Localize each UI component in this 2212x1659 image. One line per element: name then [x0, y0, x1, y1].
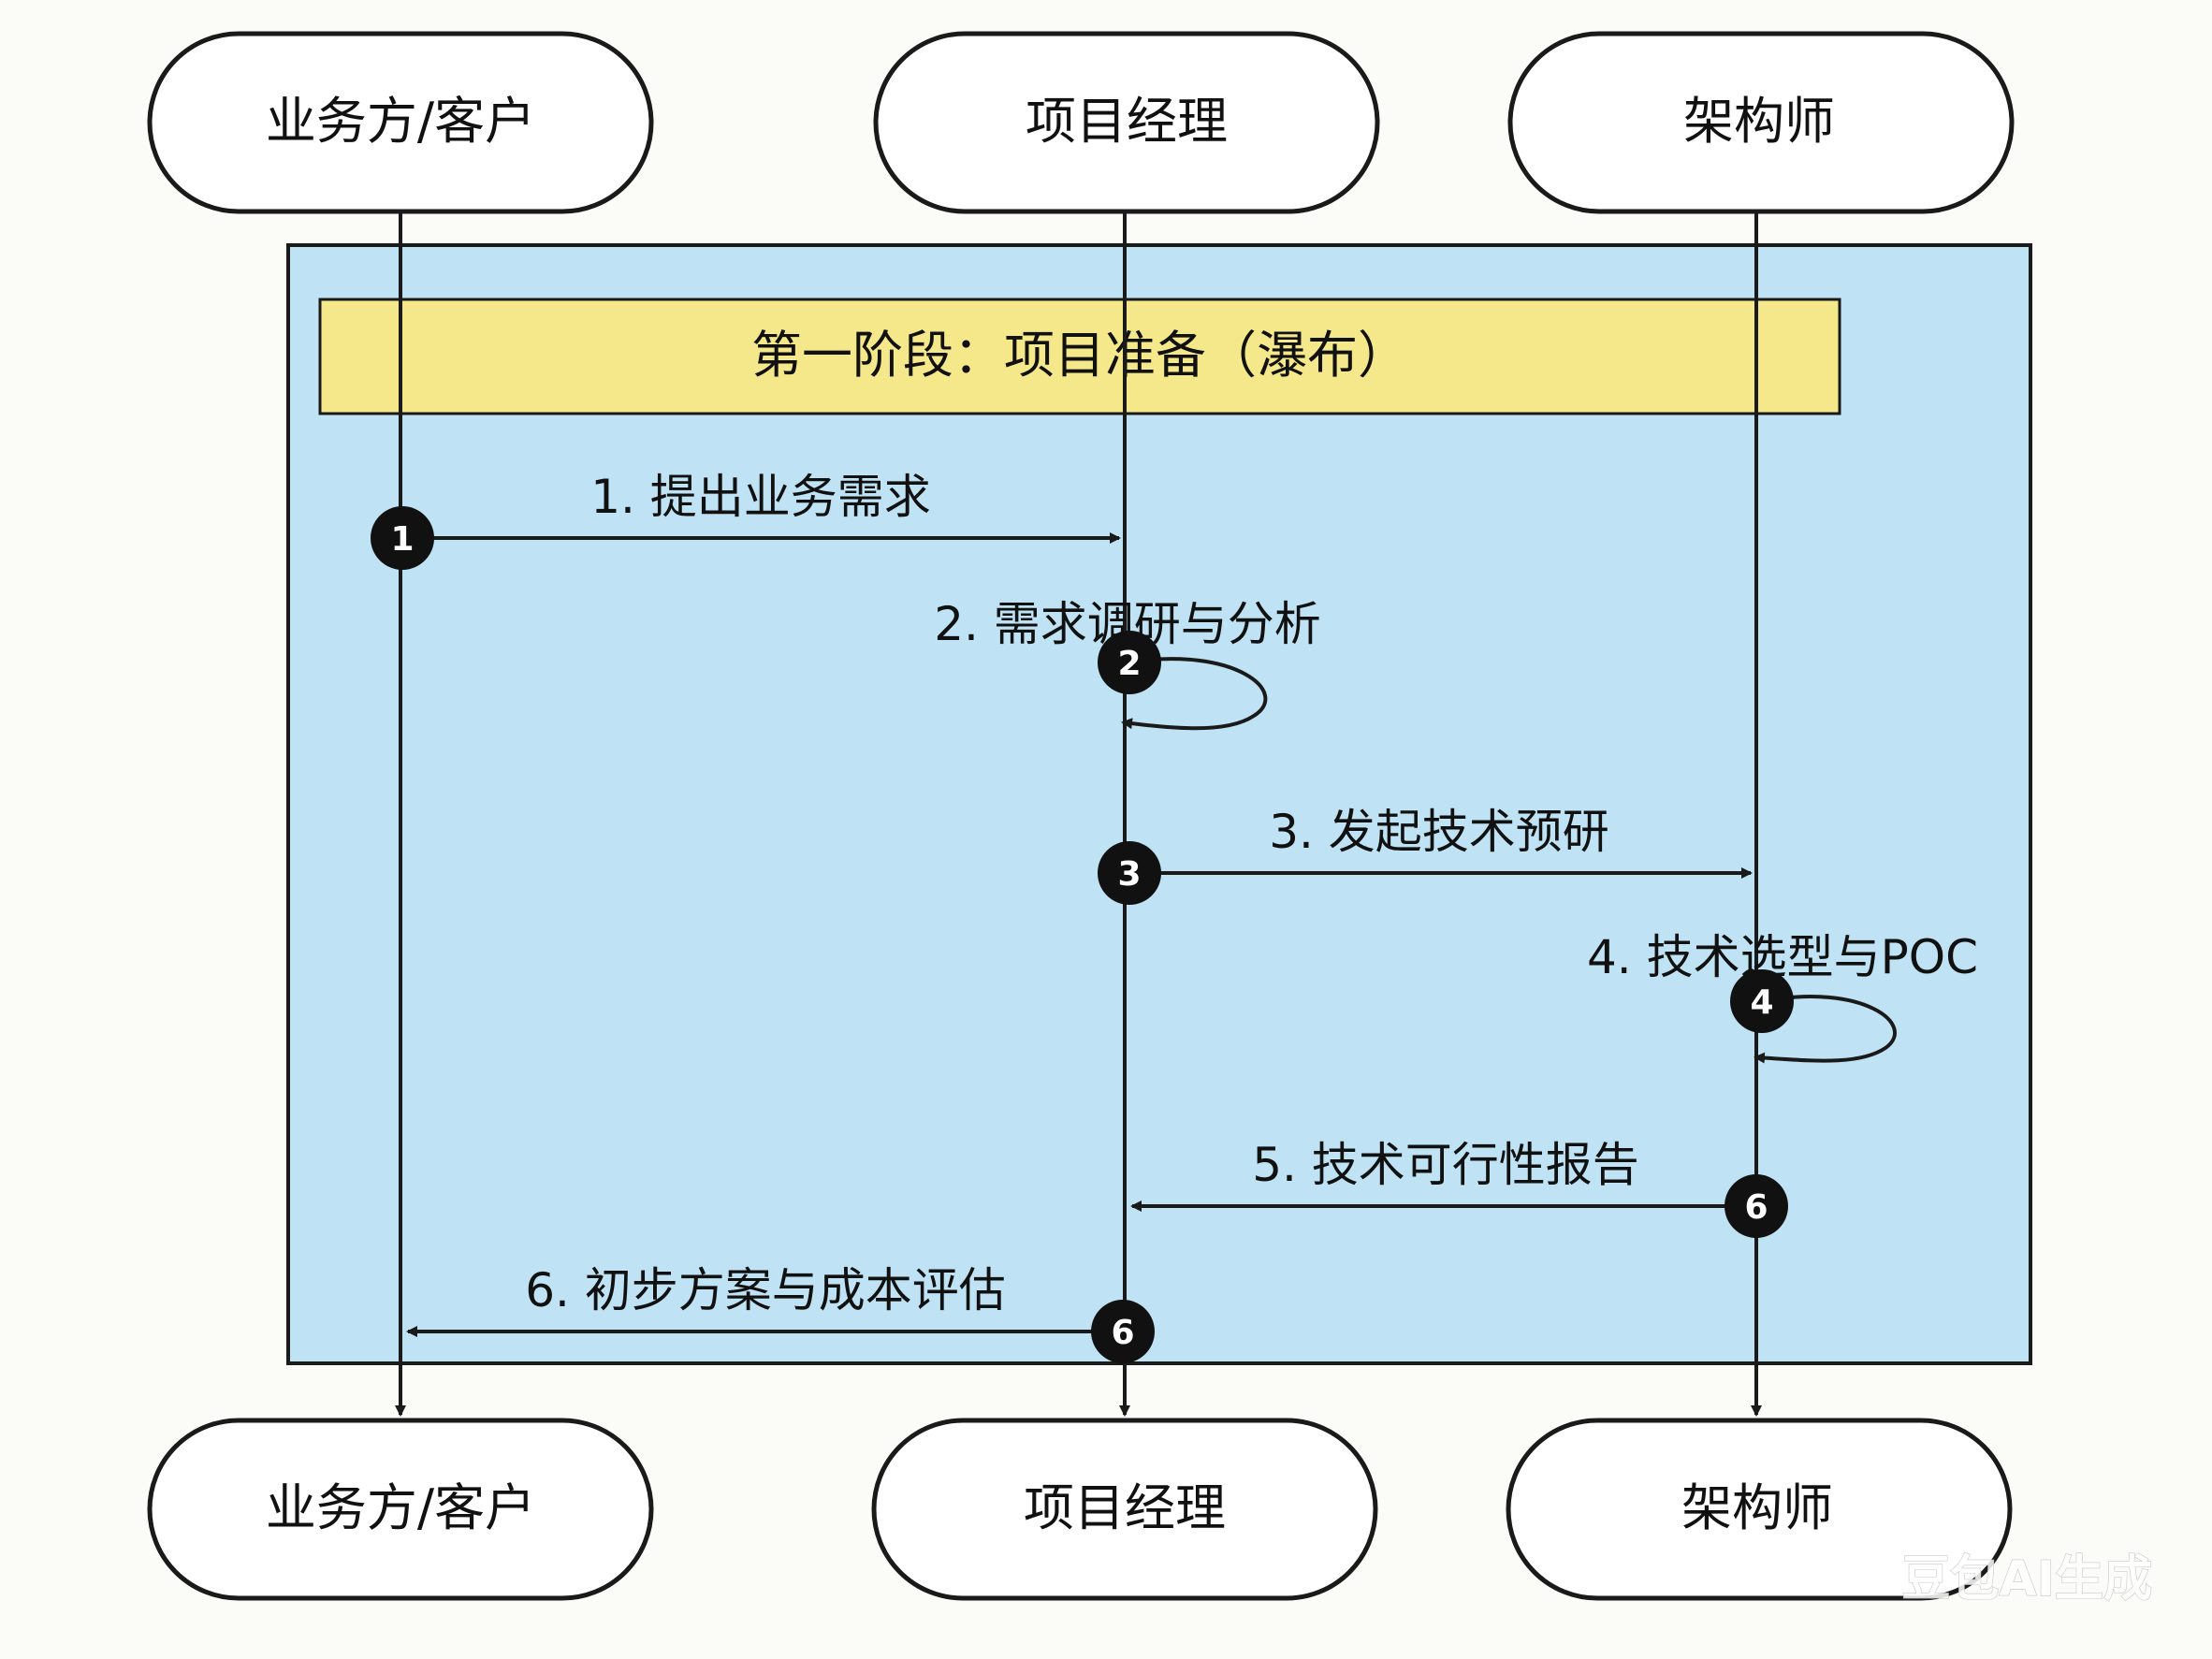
message-label: 3. 发起技术预研 [1269, 805, 1609, 859]
participant-label: 业务方/客户 [266, 92, 535, 151]
step-badge-number: 3 [1117, 855, 1141, 894]
step-badge-number: 6 [1111, 1314, 1134, 1352]
step-badge [371, 506, 434, 570]
step-badge [1098, 841, 1161, 905]
message-5: 5. 技术可行性报告 6 [1130, 1138, 1788, 1238]
participant-top-biz: 业务方/客户 [147, 31, 654, 214]
participant-label: 项目经理 [1026, 92, 1228, 151]
message-label: 4. 技术选型与POC [1587, 930, 1978, 984]
message-2: 2. 需求调研与分析 2 [934, 597, 1321, 731]
participant-label: 架构师 [1681, 1478, 1833, 1537]
watermark: 豆包AI生成 [1901, 1551, 2152, 1608]
step-badge [1091, 1300, 1155, 1363]
step-badge-number: 4 [1750, 983, 1773, 1022]
step-badge [1098, 631, 1161, 694]
step-badge-number: 6 [1744, 1188, 1768, 1227]
message-label: 5. 技术可行性报告 [1252, 1138, 1639, 1192]
step-badge [1730, 969, 1794, 1033]
message-1: 1. 提出业务需求 1 [371, 470, 1121, 570]
step-badge [1724, 1174, 1788, 1238]
participant-top-arch: 架构师 [1507, 31, 2015, 214]
participant-bottom-biz: 业务方/客户 [147, 1418, 654, 1601]
message-6: 6. 初步方案与成本评估 6 [406, 1263, 1155, 1363]
message-3: 3. 发起技术预研 3 [1098, 805, 1753, 905]
step-badge-number: 2 [1117, 645, 1141, 683]
participant-top-pm: 项目经理 [873, 31, 1380, 214]
participant-label: 项目经理 [1024, 1478, 1226, 1537]
participant-label: 业务方/客户 [266, 1478, 535, 1537]
message-label: 1. 提出业务需求 [590, 470, 931, 524]
participant-bottom-arch: 架构师 [1506, 1418, 2013, 1601]
phase-label: 第一阶段：项目准备（瀑布） [751, 326, 1408, 385]
sequence-frame [286, 243, 2032, 1365]
message-4: 4. 技术选型与POC 4 [1587, 930, 1978, 1064]
phase-banner [318, 298, 1841, 415]
participant-label: 架构师 [1683, 92, 1835, 151]
step-badge-number: 1 [390, 520, 414, 559]
participant-bottom-pm: 项目经理 [871, 1418, 1378, 1601]
message-label: 6. 初步方案与成本评估 [525, 1263, 1006, 1317]
